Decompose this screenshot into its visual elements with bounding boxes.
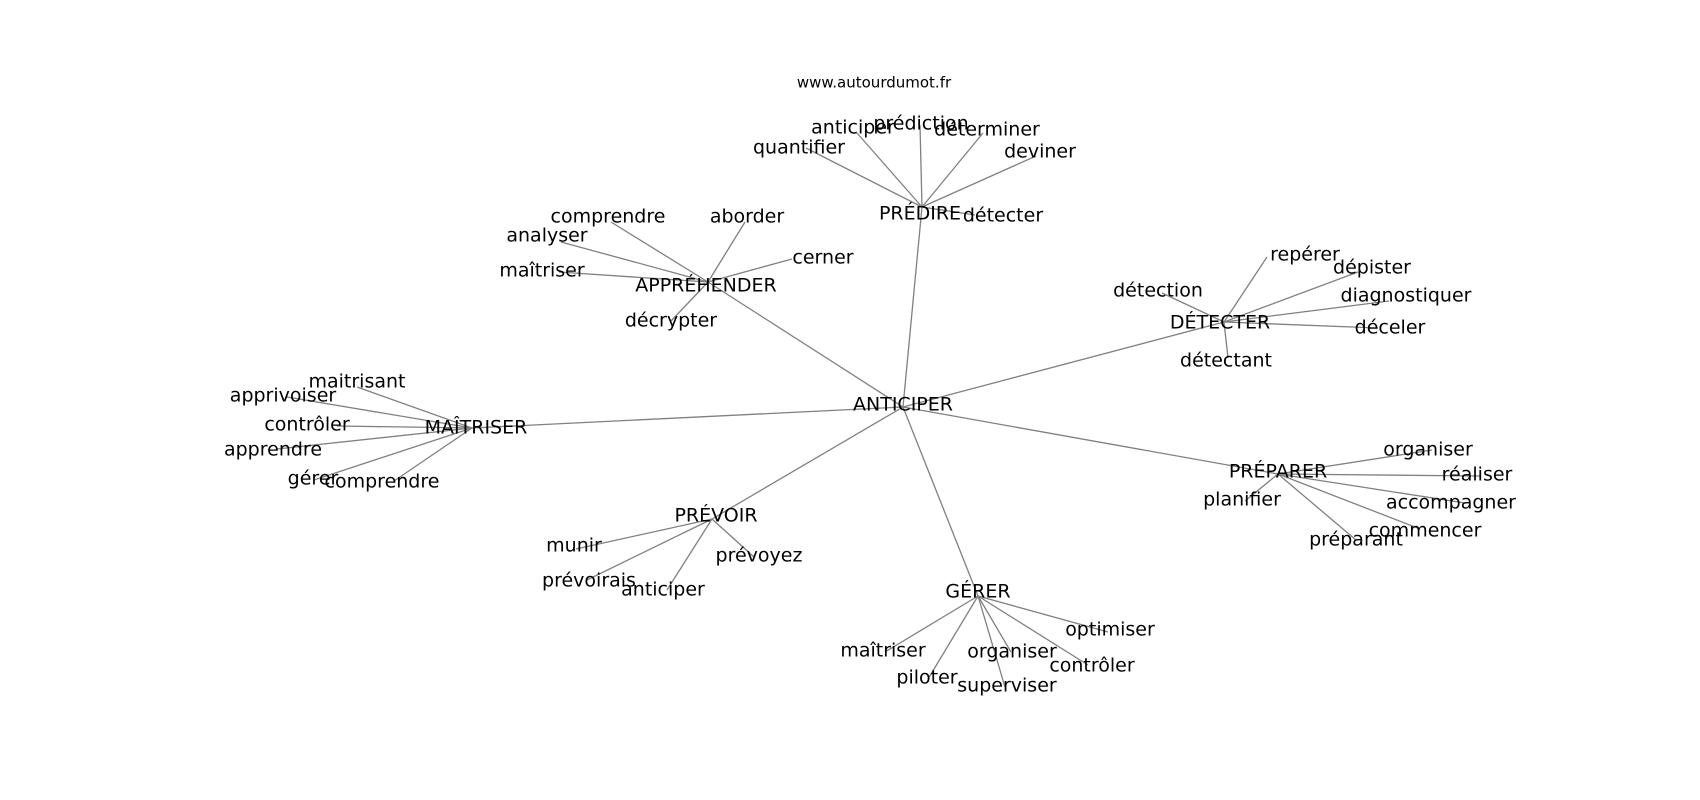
leaf-node-label[interactable]: réaliser [1442,464,1513,486]
leaf-node-label[interactable]: organiser [967,641,1057,663]
edge-hub-to-leaf [921,155,1037,208]
edge-center-to-hub [711,406,904,520]
hub-node-label[interactable]: APPRÉHENDER [635,274,776,297]
edge-hub-to-leaf [1277,473,1481,477]
leaf-node-label[interactable]: détection [1113,280,1203,302]
hub-node-label[interactable]: PRÉDIRE [879,202,961,225]
edge-hub-to-leaf [286,396,473,429]
leaf-node-label[interactable]: maîtriser [499,260,585,282]
edge-hub-to-leaf [393,427,473,482]
label-layer: www.autourdumot.fr PRÉDIREquantifieranti… [224,74,1516,697]
leaf-node-label[interactable]: gérer [288,468,339,490]
edge-hub-to-leaf [610,221,709,283]
edge-center-to-hub [902,206,923,408]
edge-center-to-hub [902,321,1225,408]
edge-hub-to-leaf [707,258,793,283]
hub-node-label[interactable]: MAÎTRISER [425,416,528,439]
leaf-node-label[interactable]: dépister [1333,257,1411,279]
leaf-node-label[interactable]: apprivoiser [230,385,337,407]
edge-center-to-hub [902,406,1279,475]
leaf-node-label[interactable]: deviner [1004,141,1076,163]
leaf-node-label[interactable]: piloter [896,667,957,689]
leaf-node-label[interactable]: contrôler [264,414,350,436]
edge-hub-to-leaf [666,518,713,591]
leaf-node-label[interactable]: apprendre [224,439,322,461]
leaf-node-label[interactable]: analyser [506,225,587,247]
edge-hub-to-leaf [711,518,755,558]
leaf-node-label[interactable]: maitrisant [308,371,405,393]
leaf-node-label[interactable]: superviser [957,675,1057,697]
edge-hub-to-leaf [1161,292,1225,323]
hub-node-label[interactable]: PRÉVOIR [674,504,757,527]
leaf-node-label[interactable]: comprendre [551,206,666,228]
edge-hub-to-leaf [356,386,473,429]
edge-hub-to-leaf [927,595,979,680]
leaf-node-label[interactable]: diagnostiquer [1341,285,1472,307]
edge-hub-to-leaf [1277,449,1433,475]
edge-hub-to-leaf [558,271,709,283]
edge-hub-to-leaf [1223,321,1229,359]
edge-hub-to-leaf [805,147,923,208]
leaf-node-label[interactable]: accompagner [1386,492,1516,514]
edge-hub-to-leaf [1277,473,1466,504]
edge-hub-to-leaf [921,206,976,216]
edge-center-to-hub [707,281,904,408]
edge-hub-to-leaf [276,427,473,450]
edge-hub-to-leaf [670,281,709,322]
site-url[interactable]: www.autourdumot.fr [797,74,952,92]
leaf-node-label[interactable]: cerner [792,247,853,269]
leaf-node-label[interactable]: prévoirais [542,570,636,592]
edge-hub-to-leaf [586,518,713,581]
edge-hub-to-leaf [1223,256,1268,323]
edge-hub-to-leaf [856,132,923,208]
leaf-node-label[interactable]: préparant [1309,529,1403,551]
edge-hub-to-leaf [1223,300,1390,323]
leaf-node-label[interactable]: prévoyez [716,545,803,567]
edge-hub-to-leaf [1244,473,1279,502]
leaf-node-label[interactable]: anticiper [811,117,895,139]
edge-center-to-hub [471,406,904,429]
edge-hub-to-leaf [707,221,746,283]
leaf-node-label[interactable]: repérer [1270,244,1340,266]
leaf-node-label[interactable]: anticiper [621,579,705,601]
edge-hub-to-leaf [1223,321,1379,329]
edge-hub-to-leaf [884,595,979,653]
leaf-node-label[interactable]: commencer [1369,520,1482,542]
edge-hub-to-leaf [977,595,1109,633]
edge-hub-to-leaf [977,595,1012,653]
edge-hub-to-leaf [919,124,923,208]
edge-center-to-hub [902,406,979,597]
hub-node-label[interactable]: PRÉPARER [1229,460,1327,483]
leaf-node-label[interactable]: quantifier [753,137,845,159]
edge-layer [276,124,1481,688]
edge-hub-to-leaf [575,518,713,550]
leaf-node-label[interactable]: prédiction [873,113,968,135]
edge-hub-to-leaf [977,595,1006,688]
leaf-node-label[interactable]: déterminer [934,119,1040,141]
edge-hub-to-leaf [921,132,984,208]
edge-hub-to-leaf [1277,473,1357,541]
edge-hub-to-leaf [1277,473,1421,530]
leaf-node-label[interactable]: planifier [1203,489,1281,511]
leaf-node-label[interactable]: détecter [963,205,1043,227]
edge-hub-to-leaf [336,425,473,429]
hub-node-label[interactable]: GÉRER [945,580,1010,603]
edge-hub-to-leaf [560,241,709,283]
center-node-label[interactable]: ANTICIPER [853,394,953,416]
leaf-node-label[interactable]: aborder [710,206,785,228]
leaf-node-label[interactable]: munir [546,535,602,557]
leaf-node-label[interactable]: déceler [1355,317,1426,339]
edge-hub-to-leaf [1223,271,1359,323]
hub-node-label[interactable]: DÉTECTER [1170,311,1270,334]
edge-hub-to-leaf [977,595,1089,666]
leaf-node-label[interactable]: détectant [1180,350,1272,372]
leaf-node-label[interactable]: décrypter [625,310,717,332]
leaf-node-label[interactable]: optimiser [1065,619,1155,641]
leaf-node-label[interactable]: comprendre [325,471,440,493]
leaf-node-label[interactable]: maîtriser [840,640,926,662]
edge-hub-to-leaf [313,427,473,481]
leaf-node-label[interactable]: organiser [1383,439,1473,461]
leaf-node-label[interactable]: contrôler [1049,655,1135,677]
